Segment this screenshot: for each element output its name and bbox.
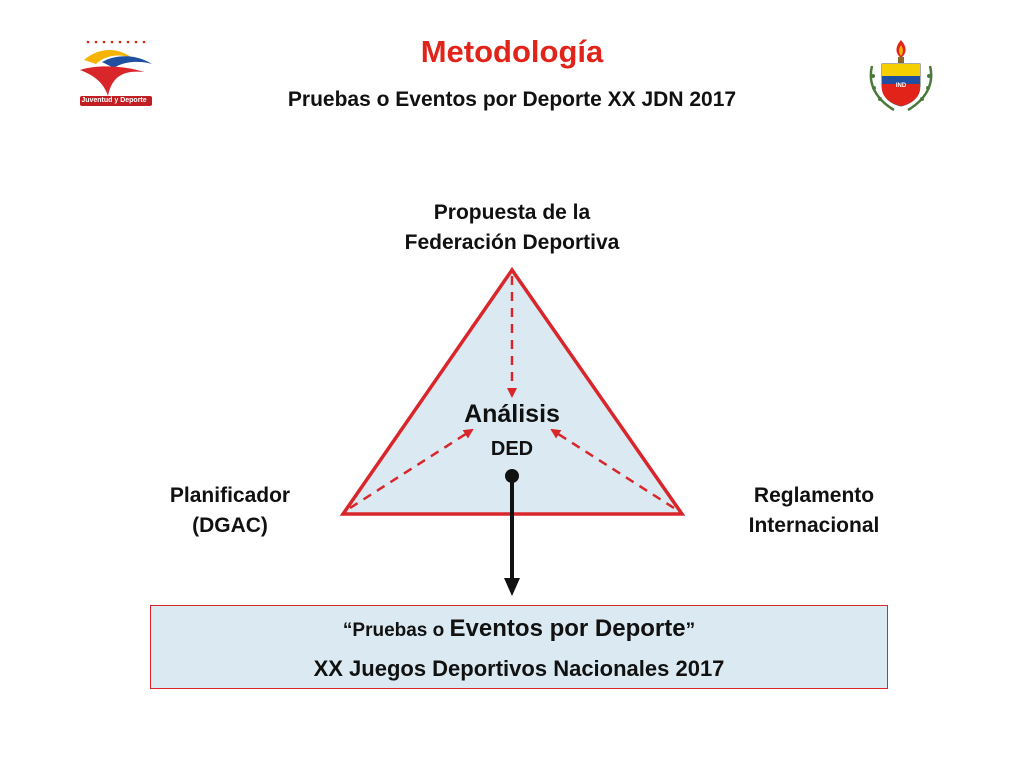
result-line2: XX Juegos Deportivos Nacionales 2017 bbox=[313, 656, 725, 681]
top-vertex-label: Propuesta de la Federación Deportiva bbox=[362, 198, 662, 258]
left-vertex-line2: (DGAC) bbox=[192, 514, 268, 537]
top-vertex-line1: Propuesta de la bbox=[433, 201, 591, 224]
right-vertex-label: Reglamento Internacional bbox=[714, 481, 914, 541]
top-vertex-line2: Federación Deportiva bbox=[404, 231, 620, 254]
result-line1-big: Eventos por Deporte bbox=[449, 615, 686, 642]
analysis-title: Análisis bbox=[464, 400, 560, 428]
ind-coat-of-arms-icon bbox=[869, 40, 933, 112]
arrow-from-right bbox=[550, 428, 675, 510]
left-vertex-line1: Planificador bbox=[169, 484, 291, 507]
output-node bbox=[505, 469, 519, 483]
logo-left-caption: Juventud y Deporte bbox=[81, 97, 147, 104]
result-box bbox=[150, 605, 888, 689]
right-vertex-line2: Internacional bbox=[748, 514, 880, 537]
page-subtitle: Pruebas o Eventos por Deporte XX JDN 201… bbox=[287, 88, 737, 111]
arrow-from-left bbox=[349, 428, 474, 510]
analysis-subtitle: DED bbox=[490, 438, 534, 460]
result-line1: “Pruebas o Eventos por Deporte” bbox=[150, 612, 888, 648]
logo-dots bbox=[86, 40, 146, 44]
left-vertex-label: Planificador (DGAC) bbox=[130, 481, 330, 541]
result-open-quote: “ bbox=[342, 620, 353, 641]
result-line1-small: Pruebas o bbox=[352, 620, 450, 641]
juventud-deporte-logo bbox=[80, 40, 152, 106]
result-close-quote: ” bbox=[685, 620, 696, 641]
page-title: Metodología bbox=[420, 34, 604, 69]
right-vertex-line1: Reglamento bbox=[753, 484, 875, 507]
logo-right-caption: IND bbox=[895, 83, 907, 89]
